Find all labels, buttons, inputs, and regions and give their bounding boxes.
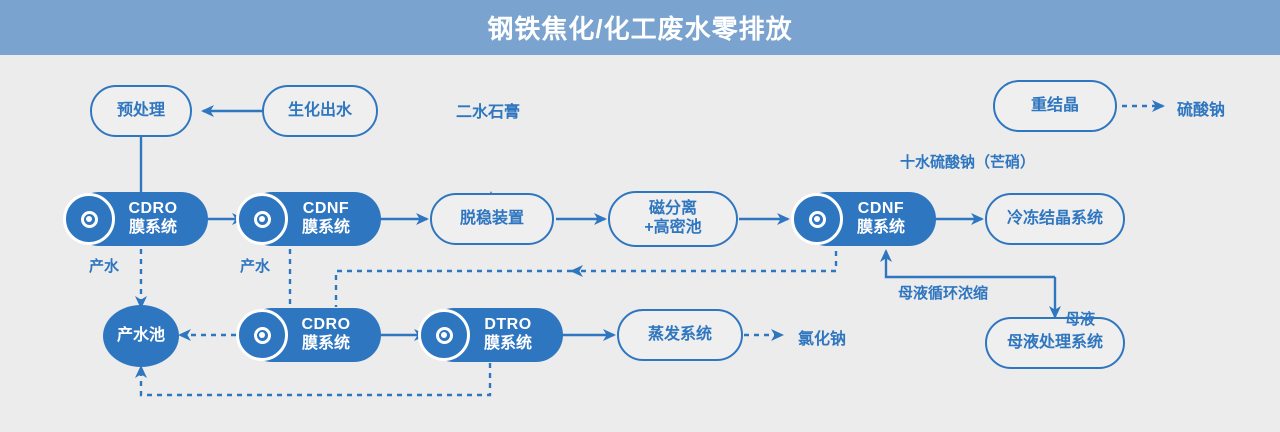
node-label: 生化出水 xyxy=(287,101,352,119)
node-label-en: CDRO xyxy=(128,200,178,218)
edge-return-to-cdro-bottom xyxy=(334,269,572,307)
membrane-icon-dot xyxy=(441,332,447,338)
edge-dtro-to-pool-return xyxy=(135,363,492,397)
node-label-en: CDRO xyxy=(301,316,351,334)
membrane-icon-ring xyxy=(808,210,826,228)
node-label: 产水池 xyxy=(116,326,165,344)
title-bar: 钢铁焦化/化工废水零排放 xyxy=(0,0,1280,55)
edge-label-glaubers-salt: 十水硫酸钠（芒硝） xyxy=(900,154,1036,171)
node-destabilizer[interactable]: 脱稳装置 xyxy=(430,193,554,245)
membrane-icon-dot xyxy=(86,216,92,222)
node-pretreatment[interactable]: 预处理 xyxy=(90,85,192,137)
node-mother-liquor-system[interactable]: 母液处理系统 xyxy=(985,317,1125,369)
node-label-group: CDNF 膜系统 xyxy=(302,200,350,238)
node-recrystallization[interactable]: 重结晶 xyxy=(993,80,1117,132)
node-label-cn: 膜系统 xyxy=(128,219,177,236)
node-label-en: CDNF xyxy=(302,200,350,218)
node-cdnf-top[interactable]: CDNF 膜系统 xyxy=(236,192,381,246)
membrane-icon xyxy=(63,193,115,245)
node-label: 预处理 xyxy=(116,101,165,119)
node-label-group: CDNF 膜系统 xyxy=(857,200,905,238)
node-label-group: 磁分离 +高密池 xyxy=(644,200,701,238)
node-label-cn: 膜系统 xyxy=(301,219,350,236)
flowchart-canvas: 预处理 生化出水 CDRO 膜系统 xyxy=(0,55,1280,432)
membrane-icon-dot xyxy=(259,332,265,338)
output-sodium-chloride: 氯化钠 xyxy=(798,331,847,348)
membrane-icon-dot xyxy=(259,216,265,222)
node-label-group: CDRO 膜系统 xyxy=(128,200,177,238)
membrane-icon xyxy=(236,309,288,361)
node-evaporation[interactable]: 蒸发系统 xyxy=(617,309,743,361)
edge-mother-liquor-recycle xyxy=(886,251,1057,293)
output-sodium-sulfate: 硫酸钠 xyxy=(1177,102,1226,119)
membrane-icon-ring xyxy=(80,210,98,228)
edge-label-product-water-2: 产水 xyxy=(240,258,271,275)
node-label-cn: 膜系统 xyxy=(483,335,532,352)
node-cdro-bottom[interactable]: CDRO 膜系统 xyxy=(236,308,381,362)
node-label: 脱稳装置 xyxy=(459,209,524,227)
membrane-icon xyxy=(236,193,288,245)
node-label-line1: 磁分离 xyxy=(648,200,697,218)
membrane-icon-ring xyxy=(253,210,271,228)
node-product-water-pool[interactable]: 产水池 xyxy=(103,305,179,367)
node-cdro-top[interactable]: CDRO 膜系统 xyxy=(63,192,208,246)
node-label: 母液处理系统 xyxy=(1006,333,1103,351)
node-freeze-crystallization[interactable]: 冷冻结晶系统 xyxy=(985,193,1125,245)
membrane-icon xyxy=(418,309,470,361)
node-label-line2: +高密池 xyxy=(644,219,702,236)
membrane-icon-ring xyxy=(253,326,271,344)
membrane-icon xyxy=(791,193,843,245)
node-label-group: CDRO 膜系统 xyxy=(301,316,350,354)
node-dtro-bottom[interactable]: DTRO 膜系统 xyxy=(418,308,563,362)
membrane-icon-ring xyxy=(435,326,453,344)
node-label-cn: 膜系统 xyxy=(301,335,350,352)
edge-label-mother-liquor-recycle: 母液循环浓缩 xyxy=(898,285,989,302)
membrane-icon-dot xyxy=(814,216,820,222)
page-title: 钢铁焦化/化工废水零排放 xyxy=(487,14,793,44)
node-magnetic-separation[interactable]: 磁分离 +高密池 xyxy=(608,191,738,247)
node-bio-effluent[interactable]: 生化出水 xyxy=(262,85,378,137)
node-label-en: DTRO xyxy=(484,316,532,334)
node-label: 重结晶 xyxy=(1030,96,1079,114)
node-label: 蒸发系统 xyxy=(647,325,712,343)
node-label-cn: 膜系统 xyxy=(856,219,905,236)
edge-label-mother-liquor: 母液 xyxy=(1065,311,1096,328)
node-label: 冷冻结晶系统 xyxy=(1006,209,1103,227)
node-label-group: DTRO 膜系统 xyxy=(484,316,532,354)
node-label-en: CDNF xyxy=(857,200,905,218)
edge-label-product-water-1: 产水 xyxy=(89,258,120,275)
node-cdnf-right[interactable]: CDNF 膜系统 xyxy=(791,192,936,246)
edge-cdnf-right-concentrate-return xyxy=(570,251,838,277)
output-gypsum: 二水石膏 xyxy=(456,104,521,121)
